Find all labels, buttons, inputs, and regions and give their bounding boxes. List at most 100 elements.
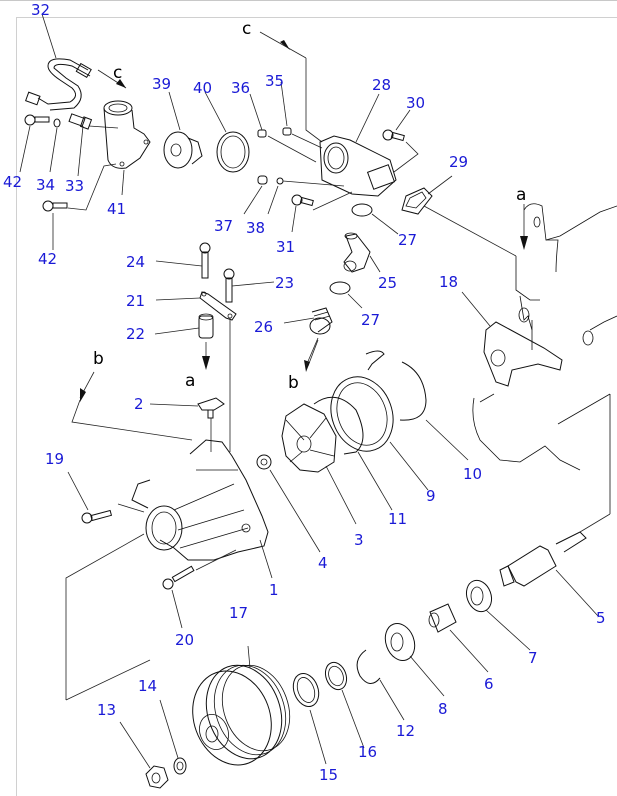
- part-40-seal: [204, 91, 250, 173]
- part-label-27: 27: [361, 311, 381, 329]
- top-border: [0, 0, 617, 1]
- part-12-circlip: [356, 649, 405, 721]
- ref-arrow-c-left: [97, 69, 127, 89]
- part-label-36: 36: [231, 79, 251, 97]
- part-label-27: 27: [398, 231, 418, 249]
- part-label-7: 7: [528, 649, 538, 667]
- ref-letter-a: a: [516, 185, 527, 205]
- part-14-washer: [159, 699, 187, 775]
- part-label-30: 30: [406, 94, 426, 112]
- part-25-hose: [343, 232, 381, 273]
- part-label-32: 32: [31, 1, 51, 19]
- part-label-39: 39: [152, 75, 172, 93]
- part-38-washer: [267, 177, 345, 215]
- engine-block: [472, 203, 617, 514]
- ref-letter-c: c: [113, 63, 123, 83]
- part-label-40: 40: [193, 79, 213, 97]
- part-3-impeller: [281, 403, 357, 525]
- part-42-bolt-upper: [19, 114, 50, 173]
- ref-arrow-b-left: [71, 371, 193, 441]
- part-label-9: 9: [426, 487, 436, 505]
- part-9-plate: [330, 376, 429, 491]
- ref-arrow-b-right: [305, 337, 319, 367]
- part-23-bolt: [223, 268, 275, 303]
- part-label-34: 34: [36, 176, 56, 194]
- part-13-nut: [119, 721, 169, 789]
- part-39-thermostat: [163, 91, 203, 169]
- ref-arrow-c-right: [259, 31, 323, 143]
- part-21-bracket: [155, 291, 237, 452]
- part-16-seal: [324, 661, 365, 749]
- part-1-pump-body: [131, 439, 273, 579]
- frame-top-line: [16, 17, 617, 18]
- part-label-16: 16: [358, 743, 378, 761]
- part-label-26: 26: [254, 318, 274, 336]
- part-label-5: 5: [596, 609, 606, 627]
- part-label-11: 11: [388, 510, 408, 528]
- part-28-outlet: [319, 93, 397, 197]
- part-label-29: 29: [449, 153, 469, 171]
- part-label-15: 15: [319, 766, 339, 784]
- part-20-bolt: [162, 549, 237, 629]
- part-label-42: 42: [38, 250, 58, 268]
- part-label-8: 8: [438, 700, 448, 718]
- part-label-10: 10: [463, 465, 483, 483]
- part-19-bolt: [67, 471, 145, 524]
- part-31-bolt: [291, 191, 353, 233]
- part-label-21: 21: [126, 292, 146, 310]
- part-label-23: 23: [275, 274, 295, 292]
- part-label-4: 4: [318, 554, 328, 572]
- part-label-24: 24: [126, 253, 146, 271]
- part-label-14: 14: [138, 677, 158, 695]
- part-label-42: 42: [3, 173, 23, 191]
- part-7-bearing: [465, 579, 531, 651]
- part-label-25: 25: [378, 274, 398, 292]
- ref-arrow-a-right: [520, 204, 528, 250]
- part-label-33: 33: [65, 177, 85, 195]
- part-29-gasket: [401, 175, 517, 257]
- part-label-35: 35: [265, 72, 285, 90]
- part-label-28: 28: [372, 76, 392, 94]
- part-label-38: 38: [246, 219, 266, 237]
- part-24-bolt: [155, 242, 211, 279]
- ref-letter-c: c: [242, 19, 252, 39]
- part-label-6: 6: [484, 675, 494, 693]
- part-label-41: 41: [107, 200, 127, 218]
- part-label-22: 22: [126, 325, 146, 343]
- part-32-tube: [25, 13, 92, 111]
- part-37-plug: [243, 175, 268, 215]
- part-33-fitting: [68, 113, 93, 177]
- ref-letter-b: b: [93, 349, 104, 369]
- part-label-3: 3: [354, 531, 364, 549]
- part-17-pulley: [192, 645, 291, 766]
- part-42-bolt-lower: [42, 163, 117, 250]
- part-27-clamp-lower: [329, 281, 363, 309]
- part-34-washer: [49, 118, 61, 173]
- part-35-plug: [280, 81, 323, 149]
- part-18-gasket: [461, 291, 563, 387]
- part-10-ring: [365, 350, 469, 461]
- ref-letter-b: b: [288, 373, 299, 393]
- part-label-18: 18: [439, 273, 459, 291]
- part-label-37: 37: [214, 217, 234, 235]
- part-6-spacer: [428, 603, 489, 673]
- part-4-plug: [256, 454, 321, 553]
- part-8-bearing: [384, 623, 445, 697]
- part-label-31: 31: [276, 238, 296, 256]
- part-label-20: 20: [175, 631, 195, 649]
- part-30-bolt: [382, 109, 419, 173]
- ref-letter-a: a: [185, 371, 196, 391]
- part-22-spacer: [154, 313, 214, 370]
- part-27-clamp-upper: [351, 203, 399, 235]
- part-label-19: 19: [45, 450, 65, 468]
- part-label-12: 12: [396, 722, 416, 740]
- part-11-o-ring: [313, 396, 393, 511]
- part-36-plug: [249, 93, 317, 163]
- part-label-13: 13: [97, 701, 117, 719]
- part-2-sensor: [149, 397, 225, 452]
- bracket-reference-lines: [65, 533, 151, 701]
- part-41-housing: [88, 100, 151, 196]
- part-label-1: 1: [269, 581, 279, 599]
- part-label-17: 17: [229, 604, 249, 622]
